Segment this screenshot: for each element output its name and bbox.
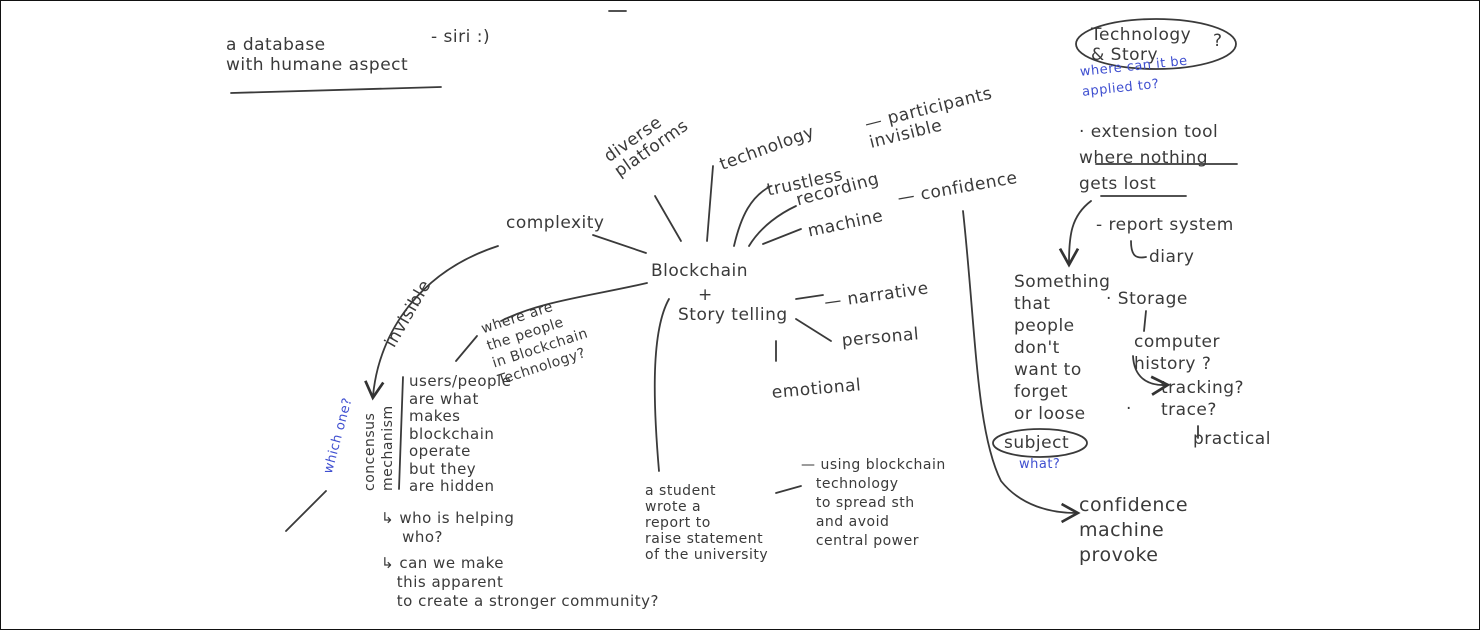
practical-note: practical — [1193, 429, 1271, 449]
tech-story-ellipse — [1075, 18, 1237, 70]
storage-note: · Storage — [1106, 289, 1188, 309]
who-helping-note: ↳ who is helping who? — [381, 509, 515, 546]
computer-history-note: computer history ? — [1134, 332, 1220, 374]
extension-arrow — [1058, 200, 1092, 268]
what-note: what? — [1019, 457, 1061, 472]
confidence-arrow — [962, 210, 1081, 524]
where-people-tail — [455, 335, 478, 362]
extension-tool-note: · extension tool where nothing gets lost — [1079, 122, 1219, 194]
tech-story-label: Technology & Story — [1091, 25, 1192, 65]
student-note: a student wrote a report to raise statem… — [645, 483, 769, 563]
plus-sign: + — [698, 285, 713, 305]
report-system-note: - report system — [1096, 215, 1234, 235]
consensus-label: concensus mechanism — [362, 405, 396, 491]
bullet-dot: · — [1126, 399, 1132, 419]
something-note: Something that people don't want to forg… — [1014, 272, 1111, 424]
spoke-technology — [706, 165, 714, 242]
history-arrow — [1132, 355, 1171, 396]
invisible-arrow — [364, 245, 499, 401]
diary-note: diary — [1149, 247, 1195, 267]
spoke-machine — [762, 228, 802, 245]
spoke-trustless — [733, 185, 772, 247]
diary-hook — [1130, 240, 1147, 259]
storytelling-label: Story telling — [678, 305, 788, 325]
users-note: users/people are what makes blockchain o… — [409, 372, 512, 495]
spoke-diverse — [654, 195, 682, 242]
spoke-personal — [795, 318, 832, 342]
tracking-note: tracking? trace? — [1161, 378, 1245, 420]
spoke-narrative — [795, 294, 824, 300]
confidence-output-note: confidence machine provoke — [1079, 494, 1189, 566]
users-bracket — [398, 376, 404, 490]
storage-line — [1143, 310, 1147, 332]
spoke-student — [653, 298, 670, 472]
subject-label: subject — [1004, 433, 1070, 453]
database-underline — [230, 86, 442, 94]
spoke-where-people — [500, 282, 648, 322]
complexity-label: complexity — [506, 213, 605, 233]
student-using-line — [775, 485, 802, 494]
using-blockchain-note: — using blockchain technology to spread … — [801, 457, 946, 549]
spoke-complexity — [592, 234, 647, 254]
subject-ellipse — [992, 428, 1088, 458]
siri-note: - siri :) — [431, 27, 491, 47]
tech-story-question: ? — [1213, 31, 1223, 51]
blockchain-label: Blockchain — [651, 261, 749, 281]
spoke-recording — [748, 205, 797, 247]
database-note: a database with humane aspect — [226, 35, 409, 75]
can-we-note: ↳ can we make this apparent to create a … — [381, 554, 659, 610]
which-one-line — [285, 490, 327, 532]
